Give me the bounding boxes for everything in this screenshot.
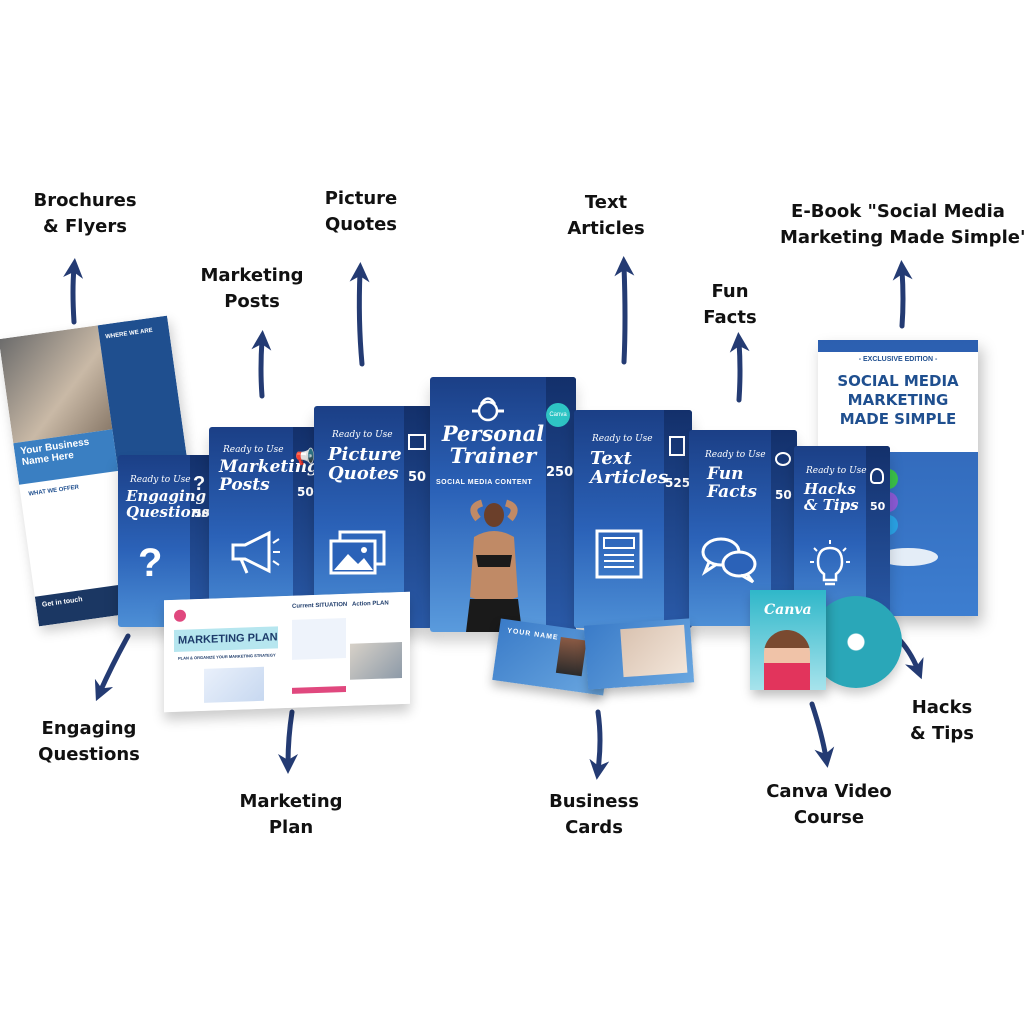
plan-action: Action PLAN — [352, 600, 389, 608]
plan-subtitle: PLAN & ORGANIZE YOUR MARKETING STRATEGY — [178, 652, 276, 661]
megaphone-large-icon — [231, 530, 280, 574]
plan-current: Current SITUATION — [292, 601, 348, 610]
arrow-marketing-plan — [278, 709, 299, 774]
card-photo — [555, 637, 587, 677]
plan-right-page: Current SITUATION Action PLAN — [286, 591, 410, 709]
article-icon — [595, 529, 643, 579]
arrow-business-cards — [589, 709, 610, 780]
ebook-podium — [878, 548, 938, 566]
dvd-case: Canva — [750, 590, 826, 690]
athlete-figure — [466, 499, 522, 632]
question-icon: ? — [193, 473, 206, 495]
plan-left-page: MARKETING PLAN PLAN & ORGANIZE YOUR MARK… — [164, 596, 287, 713]
box-hacks-tips: Ready to Use Hacks& Tips 50 — [794, 446, 890, 624]
document-icon — [669, 436, 685, 456]
plan-text-box — [292, 617, 346, 660]
arrow-canva-course — [809, 701, 835, 768]
question-mark-icon: ? — [138, 541, 163, 585]
flyer-offer: WHAT WE OFFER — [28, 484, 80, 498]
image-icon — [408, 434, 426, 450]
arrow-ebook — [892, 260, 913, 329]
pt-subtitle: SOCIAL MEDIA CONTENT — [436, 479, 533, 486]
lightbulb-icon — [810, 540, 850, 586]
label-brochures: Brochures& Flyers — [33, 190, 137, 237]
plan-pink-dot — [174, 609, 186, 622]
plan-photo — [350, 641, 402, 680]
arrow-picture-quotes — [349, 262, 370, 367]
card-back-photo — [620, 624, 688, 678]
lightbulb-small-icon — [870, 468, 884, 484]
flyer-photo — [0, 325, 113, 444]
ebook-band — [818, 352, 978, 452]
arrow-engaging-questions — [94, 633, 131, 702]
canva-woman — [764, 630, 810, 690]
arrow-fun-facts — [729, 332, 750, 403]
chat-icon — [775, 452, 791, 466]
megaphone-icon: 📢 — [295, 449, 315, 466]
pictures-icon — [329, 530, 386, 575]
ebook-edition: - EXCLUSIVE EDITION - — [858, 356, 938, 363]
arrow-text-articles — [614, 256, 635, 365]
card-name: YOUR NAME — [506, 627, 559, 642]
business-card-back — [583, 618, 695, 690]
kettlebell-icon — [472, 397, 504, 422]
flyer-where: WHERE WE ARE — [105, 327, 154, 341]
label-hacks-tips: Hacks& Tips — [909, 697, 974, 744]
plan-chart — [204, 666, 264, 703]
plan-pink-bar — [292, 685, 346, 694]
arrow-brochures — [63, 258, 84, 325]
canva-badge: Canva — [546, 403, 570, 427]
speech-bubbles-icon — [701, 537, 757, 584]
canva-course-dvd: Canva — [750, 590, 902, 696]
arrow-marketing-posts — [251, 330, 272, 399]
marketing-plan-booklet: MARKETING PLAN PLAN & ORGANIZE YOUR MARK… — [164, 591, 410, 713]
canva-logo: Canva — [764, 602, 812, 618]
